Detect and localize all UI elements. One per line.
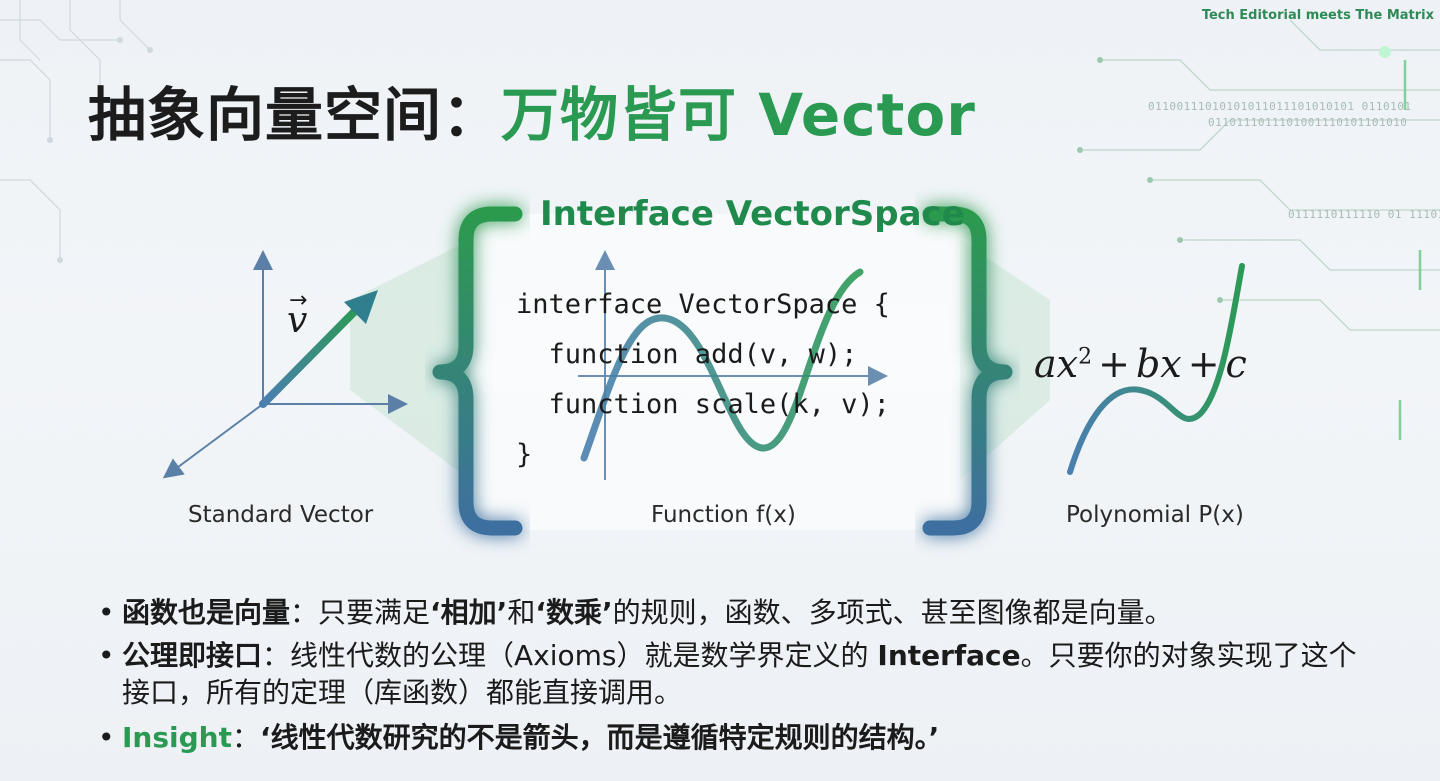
- bullet-text: ：线性代数的公理（Axioms）就是数学界定义的: [262, 639, 878, 672]
- bullet-item: • 公理即接口：线性代数的公理（Axioms）就是数学界定义的 Interfac…: [98, 637, 1368, 711]
- bullet-heading: 公理即接口: [122, 639, 263, 672]
- left-curly-brace-icon: [432, 206, 523, 536]
- formula-term-a: ax: [1034, 342, 1079, 386]
- vector-arrow-accent-icon: →: [289, 288, 308, 313]
- vector-label: v: [287, 300, 308, 341]
- polynomial-formula: ax2+bx+c: [1034, 342, 1247, 386]
- formula-exponent: 2: [1078, 344, 1093, 370]
- bullet-text: 和: [507, 596, 536, 629]
- bullet-heading: Insight: [122, 721, 232, 754]
- formula-plus: +: [1187, 342, 1220, 386]
- interface-title: Interface VectorSpace: [540, 194, 965, 234]
- caption-polynomial: Polynomial P(x): [1066, 502, 1244, 528]
- bullet-text: 的规则，函数、多项式、甚至图像都是向量。: [612, 596, 1173, 629]
- formula-term-b: bx: [1135, 342, 1182, 386]
- bullet-emphasis: ‘线性代数研究的不是箭头，而是遵循特定规则的结构。’: [260, 721, 940, 754]
- binary-row: 0111110111110 01 11101: [1288, 208, 1440, 221]
- left-funnel: [350, 240, 470, 480]
- bullet-text: 。只要你的对象实现了这个接口，所有的定理（库函数）都能直接调用。: [122, 639, 1357, 709]
- bullet-emphasis: ‘相加’: [430, 596, 508, 629]
- caption-standard-vector: Standard Vector: [188, 502, 374, 528]
- page-title: 抽象向量空间：万物皆可 Vector: [88, 68, 976, 152]
- formula-term-c: c: [1225, 342, 1247, 386]
- bullet-text: ：: [231, 721, 260, 754]
- function-plot: [578, 250, 888, 480]
- right-curly-brace-icon: [922, 206, 1013, 536]
- standard-vector-axes: [162, 250, 408, 479]
- bullet-text: ：只要满足: [290, 596, 431, 629]
- bullet-heading: 函数也是向量: [122, 596, 291, 629]
- vector-arrow-icon: [259, 290, 378, 408]
- bullet-emphasis: Interface: [877, 639, 1021, 672]
- bullet-dot-icon: •: [98, 639, 115, 672]
- bullet-dot-icon: •: [98, 721, 115, 754]
- caption-function: Function f(x): [651, 502, 796, 528]
- bullet-dot-icon: •: [98, 596, 115, 629]
- bullet-item: • 函数也是向量：只要满足‘相加’和‘数乘’的规则，函数、多项式、甚至图像都是向…: [98, 594, 1368, 631]
- bullet-item: • Insight：‘线性代数研究的不是箭头，而是遵循特定规则的结构。’: [98, 719, 1368, 756]
- binary-row: 0110111011101001110101101010: [1208, 116, 1408, 129]
- page-title-accent: 万物皆可 Vector: [501, 81, 976, 149]
- page-title-main: 抽象向量空间：: [88, 81, 502, 149]
- binary-row: 01100111010101011011101010101 0110101: [1148, 100, 1412, 113]
- bullet-list: • 函数也是向量：只要满足‘相加’和‘数乘’的规则，函数、多项式、甚至图像都是向…: [98, 594, 1368, 762]
- formula-plus: +: [1098, 342, 1130, 386]
- tagline: Tech Editorial meets The Matrix: [1201, 8, 1434, 23]
- bullet-emphasis: ‘数乘’: [535, 596, 613, 629]
- polynomial-curve: [1067, 263, 1245, 475]
- interface-code-block: interface VectorSpace { function add(v, …: [516, 289, 890, 470]
